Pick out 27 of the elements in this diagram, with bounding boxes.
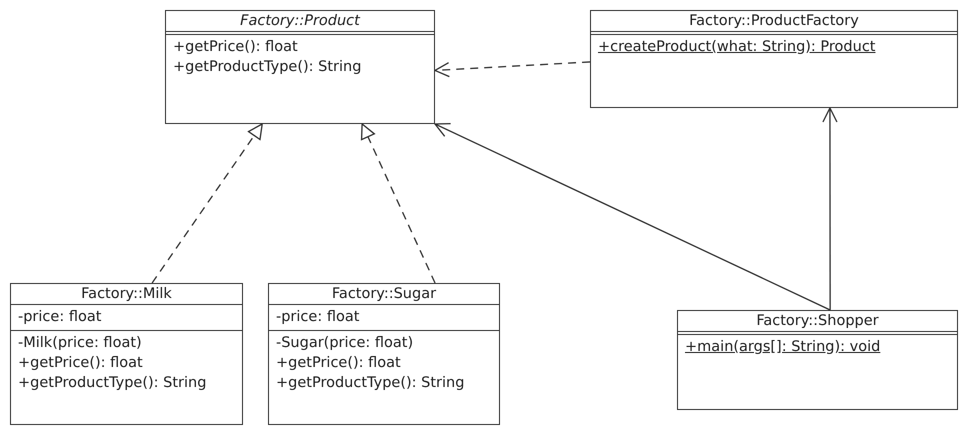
dashed-arrow bbox=[152, 123, 263, 284]
operation-text: +getProductType(): String bbox=[173, 58, 362, 77]
operation-text: +getPrice(): float bbox=[173, 38, 298, 57]
attribute-text: -price: float bbox=[18, 308, 102, 327]
operation-text: +getProductType(): String bbox=[276, 374, 464, 393]
operation-text: +getPrice(): float bbox=[18, 354, 143, 373]
class-box bbox=[677, 310, 958, 410]
class-name: Factory::Sugar bbox=[332, 286, 436, 302]
dashed-arrow bbox=[434, 61, 590, 78]
operation-text: -Sugar(price: float) bbox=[276, 334, 414, 353]
operation-text: +getPrice(): float bbox=[276, 354, 401, 373]
arrow bbox=[434, 122, 830, 311]
class-box bbox=[590, 10, 958, 108]
class-name: Factory::Product bbox=[240, 13, 360, 29]
operation-text: +main(args[]: String): void bbox=[685, 338, 880, 357]
class-box bbox=[165, 10, 435, 124]
class-name: Factory::ProductFactory bbox=[689, 13, 859, 29]
class-box bbox=[268, 283, 500, 425]
operation-text: -Milk(price: float) bbox=[18, 334, 142, 353]
class-box bbox=[10, 283, 243, 425]
operation-text: +getProductType(): String bbox=[18, 374, 206, 393]
operation-text: +createProduct(what: String): Product bbox=[598, 38, 876, 57]
arrow bbox=[822, 107, 838, 310]
class-name: Factory::Shopper bbox=[756, 313, 879, 329]
attribute-text: -price: float bbox=[276, 308, 360, 327]
class-name: Factory::Milk bbox=[81, 286, 172, 302]
dashed-arrow bbox=[360, 123, 436, 284]
